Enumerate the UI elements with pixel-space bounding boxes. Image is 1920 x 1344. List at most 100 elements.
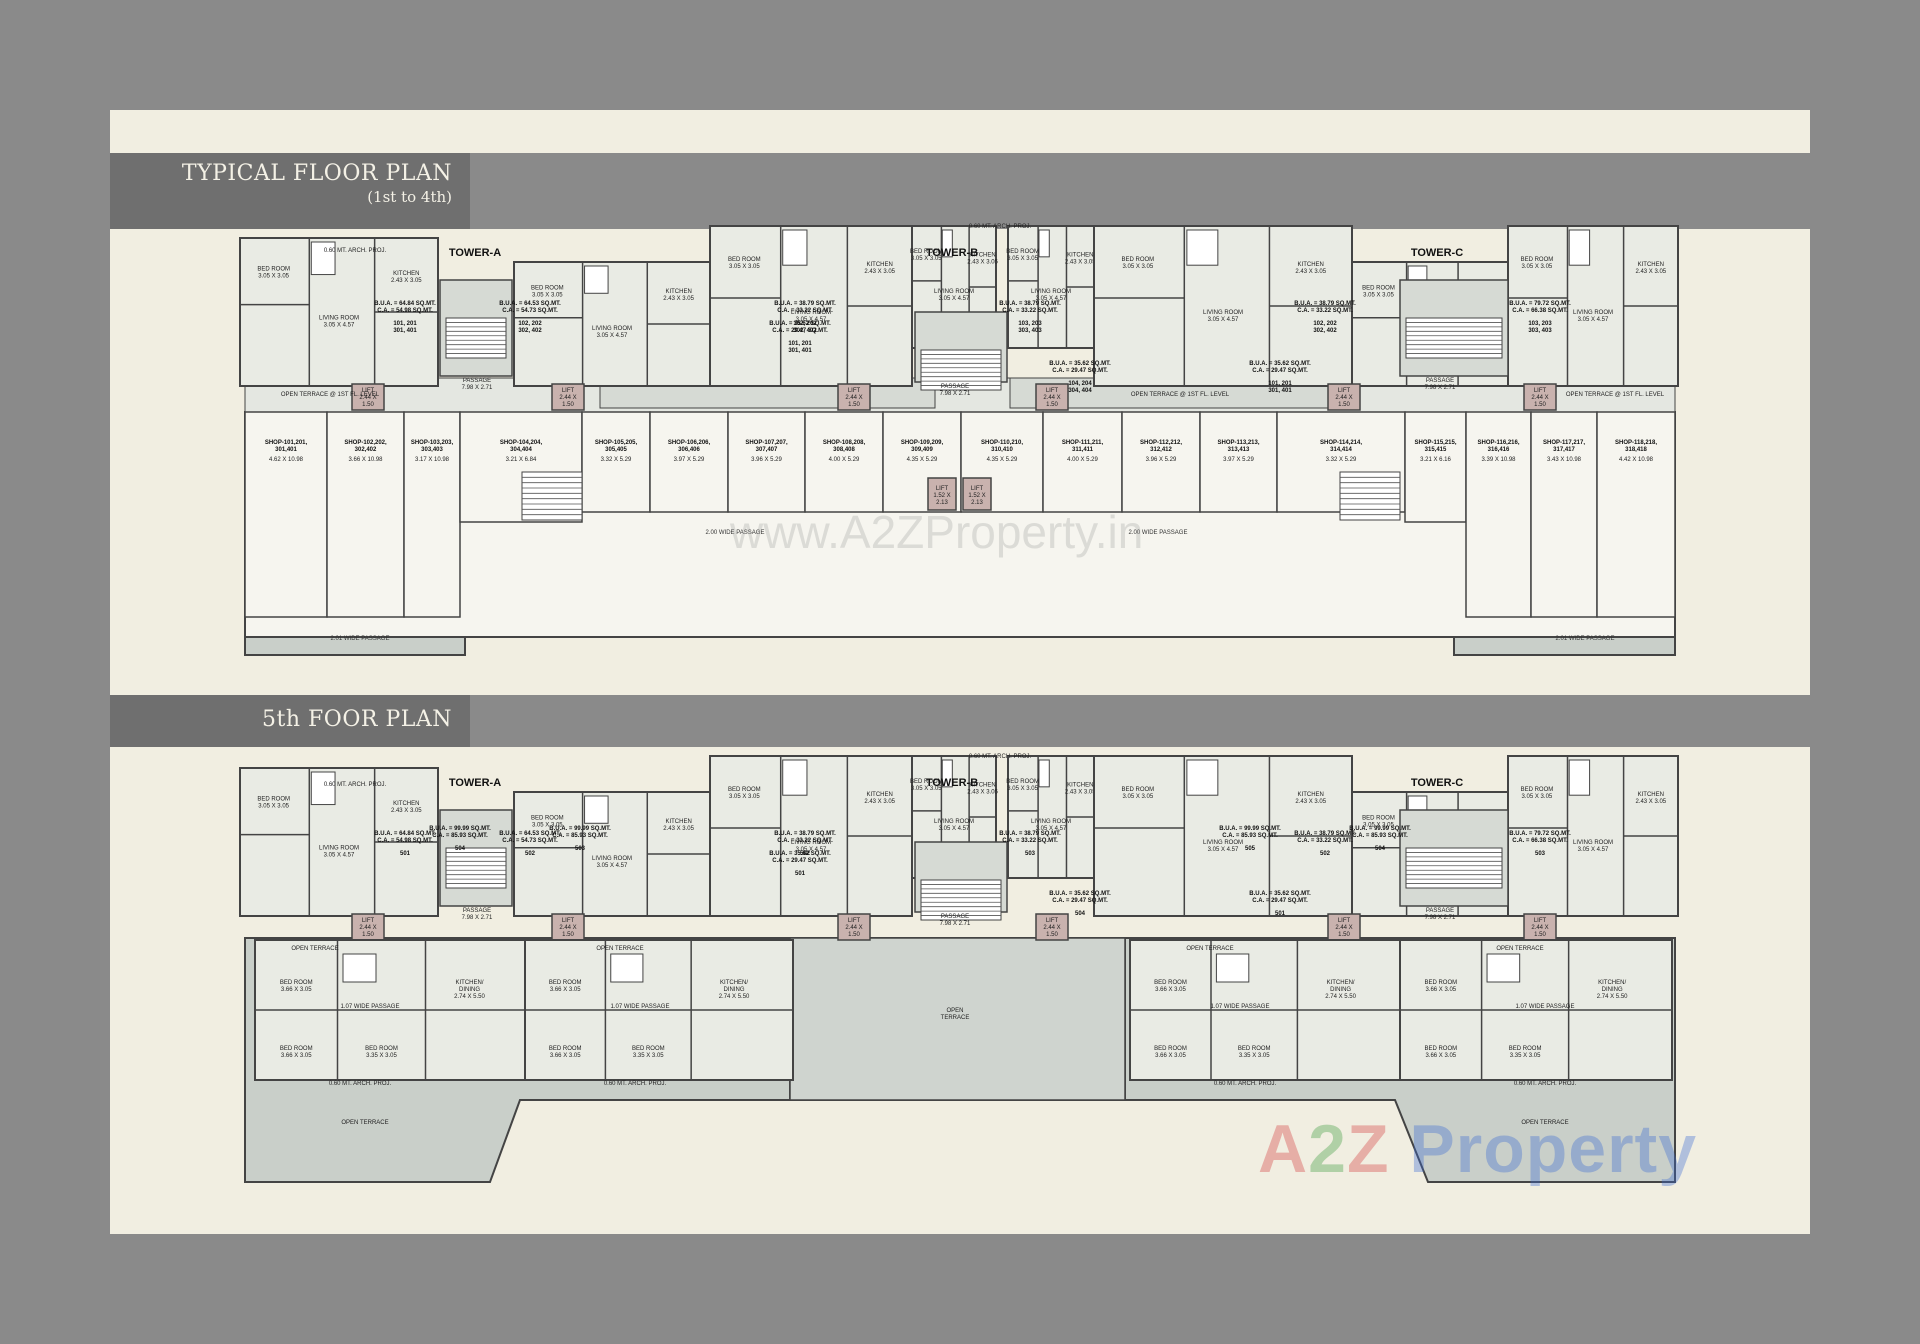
shop-name-top: SHOP-116,216,316,416 bbox=[1477, 440, 1519, 453]
shop-name-top: SHOP-117,217,317,417 bbox=[1543, 440, 1585, 453]
flat-number: 504 bbox=[455, 846, 466, 852]
toilet bbox=[1186, 229, 1219, 266]
lift-box bbox=[1327, 383, 1361, 411]
plan-title: TYPICAL FLOOR PLAN bbox=[181, 161, 452, 186]
shop-size-top: 3.32 X 5.29 bbox=[601, 457, 632, 463]
shop-name-top: SHOP-112,212,312,412 bbox=[1140, 440, 1182, 453]
lift-box bbox=[1035, 913, 1069, 941]
flat-ca: C.A. = 85.93 SQ.MT. bbox=[1222, 833, 1278, 839]
shop-size-top: 3.96 X 5.29 bbox=[751, 457, 782, 463]
lift-box bbox=[837, 913, 871, 941]
shop-name-top: SHOP-105,205,305,405 bbox=[595, 440, 638, 453]
logo-property: Property bbox=[1389, 1111, 1698, 1187]
flat-number: 503 bbox=[575, 846, 586, 852]
watermark-text: www.A2ZProperty.in bbox=[730, 506, 1144, 558]
shop-name-top: SHOP-101,201,301,401 bbox=[265, 440, 308, 453]
a2z-logo: A2Z Property bbox=[1258, 1110, 1697, 1188]
open-terrace-label: OPEN TERRACE bbox=[596, 946, 643, 952]
wide-passage-label-4: 2.01 WIDE PASSAGE bbox=[1556, 636, 1615, 642]
shop-unit-top bbox=[1404, 411, 1467, 523]
flat-number: 502 bbox=[1320, 851, 1331, 857]
tower-name: TOWER-C bbox=[1411, 777, 1463, 789]
flat-bua: B.U.A. = 38.79 SQ.MT. bbox=[774, 301, 836, 307]
flat-bua: B.U.A. = 99.99 SQ.MT. bbox=[549, 826, 611, 832]
flat-ca: C.A. = 85.93 SQ.MT. bbox=[1352, 833, 1408, 839]
stairs-shop-c bbox=[1339, 471, 1401, 521]
open-terrace-label: OPEN TERRACE bbox=[1496, 946, 1543, 952]
shop-size-top: 3.43 X 10.98 bbox=[1547, 457, 1582, 463]
apartment-block bbox=[1007, 225, 1095, 349]
stairs bbox=[920, 349, 1002, 391]
open-terrace-label: OPEN TERRACE bbox=[1186, 946, 1233, 952]
shop-size-top: 3.39 X 10.98 bbox=[1481, 457, 1516, 463]
flat-bua: B.U.A. = 99.99 SQ.MT. bbox=[429, 826, 491, 832]
arch-proj-label: 0.60 MT. ARCH. PROJ. bbox=[1214, 1081, 1277, 1087]
shop-size-top: 4.35 X 5.29 bbox=[987, 457, 1018, 463]
flat-bua: B.U.A. = 64.53 SQ.MT. bbox=[499, 831, 561, 837]
flat-number: 504 bbox=[1375, 846, 1386, 852]
tower-name: TOWER-B bbox=[926, 777, 978, 789]
lift-small-1 bbox=[927, 477, 957, 511]
shop-size-top: 3.17 X 10.98 bbox=[415, 457, 450, 463]
logo-a: A bbox=[1258, 1111, 1309, 1187]
wide-passage-label-5th: 1.07 WIDE PASSAGE bbox=[1211, 1004, 1270, 1010]
flat-ca: C.A. = 33.22 SQ.MT. bbox=[1002, 308, 1058, 314]
shop-size-top: 3.32 X 5.29 bbox=[1326, 457, 1357, 463]
tower-name: TOWER-C bbox=[1411, 247, 1463, 259]
flat-bua: B.U.A. = 38.79 SQ.MT. bbox=[999, 301, 1061, 307]
arch-proj-label: 0.60 MT. ARCH. PROJ. bbox=[324, 248, 387, 254]
wide-passage-label-2: 2.00 WIDE PASSAGE bbox=[1129, 530, 1188, 536]
toilet bbox=[941, 759, 953, 788]
terrace-label: OPEN TERRACE @ 1ST FL. LEVEL bbox=[281, 392, 380, 398]
arch-proj-label: 0.60 MT. ARCH. PROJ. bbox=[324, 782, 387, 788]
typical-floor-title: TYPICAL FLOOR PLAN (1st to 4th) bbox=[110, 153, 470, 229]
flat-ca: C.A. = 33.22 SQ.MT. bbox=[777, 838, 833, 844]
open-terrace-label: OPEN TERRACE bbox=[341, 1120, 388, 1126]
wide-passage-label-3: 2.01 WIDE PASSAGE bbox=[331, 636, 390, 642]
flat-ca: C.A. = 33.22 SQ.MT. bbox=[1002, 838, 1058, 844]
flat-ca: C.A. = 85.93 SQ.MT. bbox=[432, 833, 488, 839]
shop-unit-top bbox=[1596, 411, 1676, 618]
flat-bua: B.U.A. = 38.79 SQ.MT. bbox=[999, 831, 1061, 837]
flat-ca: C.A. = 85.93 SQ.MT. bbox=[552, 833, 608, 839]
flat-bua: B.U.A. = 38.79 SQ.MT. bbox=[1294, 301, 1356, 307]
stairs bbox=[445, 847, 507, 889]
flat-ca: C.A. = 66.38 SQ.MT. bbox=[1512, 838, 1568, 844]
stairs-shop-a bbox=[521, 471, 583, 521]
toilet bbox=[310, 771, 336, 806]
flat-ca: C.A. = 66.38 SQ.MT. bbox=[1512, 308, 1568, 314]
shop-name-top: SHOP-110,210,310,410 bbox=[981, 440, 1023, 453]
shop-size-top: 3.97 X 5.29 bbox=[674, 457, 705, 463]
flat-number: 502 bbox=[525, 851, 536, 857]
tower-name: TOWER-A bbox=[449, 777, 501, 789]
flat-bua: B.U.A. = 79.72 SQ.MT. bbox=[1509, 301, 1571, 307]
